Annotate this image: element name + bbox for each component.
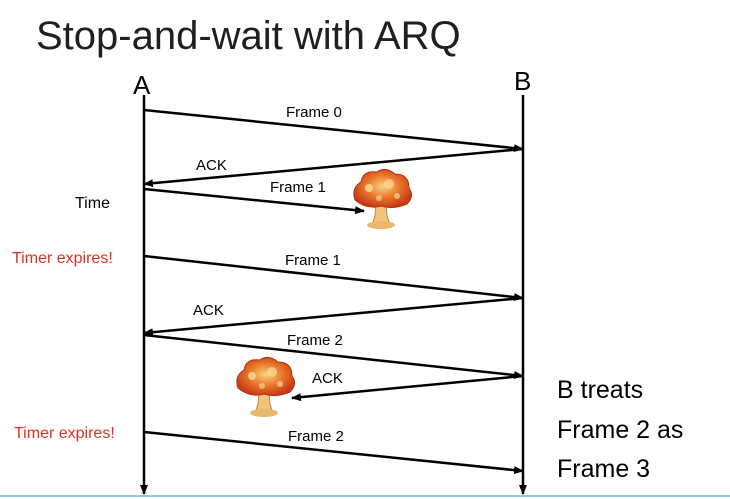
endpoint-b-label: B xyxy=(514,66,532,96)
endpoint-a-label: A xyxy=(133,70,151,100)
timer-expires-label: Timer expires! xyxy=(14,425,115,442)
message-label: Frame 2 xyxy=(288,428,344,445)
message-arrow-frame-0 xyxy=(143,108,524,153)
message-label: Frame 1 xyxy=(285,252,341,269)
message-label: ACK xyxy=(312,370,343,387)
page-title: Stop-and-wait with ARQ xyxy=(36,14,461,58)
message-label: ACK xyxy=(193,302,224,319)
note-line: Frame 3 xyxy=(557,455,651,483)
timer-expires-label: Timer expires! xyxy=(12,250,113,267)
explosion-icon xyxy=(353,168,413,229)
message-arrow-frame-2-resend xyxy=(143,430,524,475)
message-label: ACK xyxy=(196,157,227,174)
time-label: Time xyxy=(75,195,110,212)
note-line: Frame 2 as xyxy=(557,416,684,444)
message-label: Frame 2 xyxy=(287,332,343,349)
message-arrow-ack-1 xyxy=(143,147,524,188)
message-arrow-ack-lost xyxy=(291,374,524,402)
message-arrow-frame-1 xyxy=(143,254,524,301)
message-arrow-frame-1-lost xyxy=(143,187,365,215)
explosion-icon xyxy=(236,356,296,417)
message-arrow-ack-2 xyxy=(143,296,524,337)
note-line: B treats xyxy=(557,376,644,404)
message-label: Frame 1 xyxy=(270,179,326,196)
message-label: Frame 0 xyxy=(286,104,342,121)
message-arrow-frame-2 xyxy=(143,333,524,380)
